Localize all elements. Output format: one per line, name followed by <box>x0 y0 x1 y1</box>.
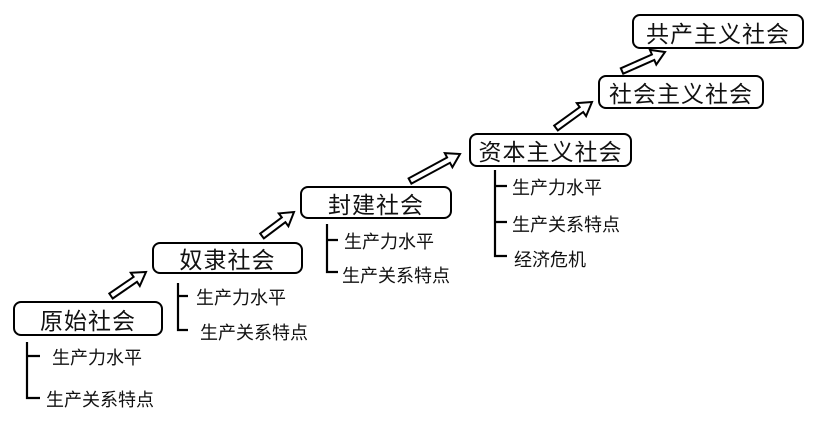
attr-slave-productivity: 生产力水平 <box>196 288 286 309</box>
attr-capitalist-productivity: 生产力水平 <box>512 178 602 199</box>
stage-box-capitalist: 资本主义社会 <box>469 133 632 167</box>
progression-arrow-2 <box>258 210 296 240</box>
stage-box-feudal: 封建社会 <box>300 186 452 219</box>
attr-primitive-productivity: 生产力水平 <box>52 348 142 369</box>
stage-label: 共产主义社会 <box>646 21 790 48</box>
attr-capitalist-crisis: 经济危机 <box>514 250 586 271</box>
bracket-slave <box>176 283 188 332</box>
stage-box-communist: 共产主义社会 <box>632 14 804 49</box>
stage-label: 原始社会 <box>40 308 136 335</box>
progression-arrow-5 <box>619 48 667 76</box>
stage-label: 社会主义社会 <box>609 82 753 108</box>
attr-capitalist-relations: 生产关系特点 <box>512 215 620 236</box>
stage-box-slave: 奴隶社会 <box>152 242 303 274</box>
progression-arrow-3 <box>407 151 462 185</box>
attr-feudal-relations: 生产关系特点 <box>342 266 450 287</box>
attr-feudal-productivity: 生产力水平 <box>344 232 434 253</box>
bracket-feudal <box>325 224 338 274</box>
attr-slave-relations: 生产关系特点 <box>200 323 308 344</box>
stage-box-primitive: 原始社会 <box>13 301 163 336</box>
stage-label: 奴隶社会 <box>179 248 276 274</box>
stage-label: 资本主义社会 <box>478 140 623 166</box>
progression-arrow-4 <box>552 100 594 132</box>
progression-arrow-1 <box>107 270 148 300</box>
stage-label: 封建社会 <box>328 192 424 219</box>
bracket-capitalist <box>493 170 507 258</box>
stage-box-socialist: 社会主义社会 <box>598 75 764 109</box>
attr-primitive-relations: 生产关系特点 <box>46 390 154 411</box>
bracket-primitive <box>25 342 40 400</box>
